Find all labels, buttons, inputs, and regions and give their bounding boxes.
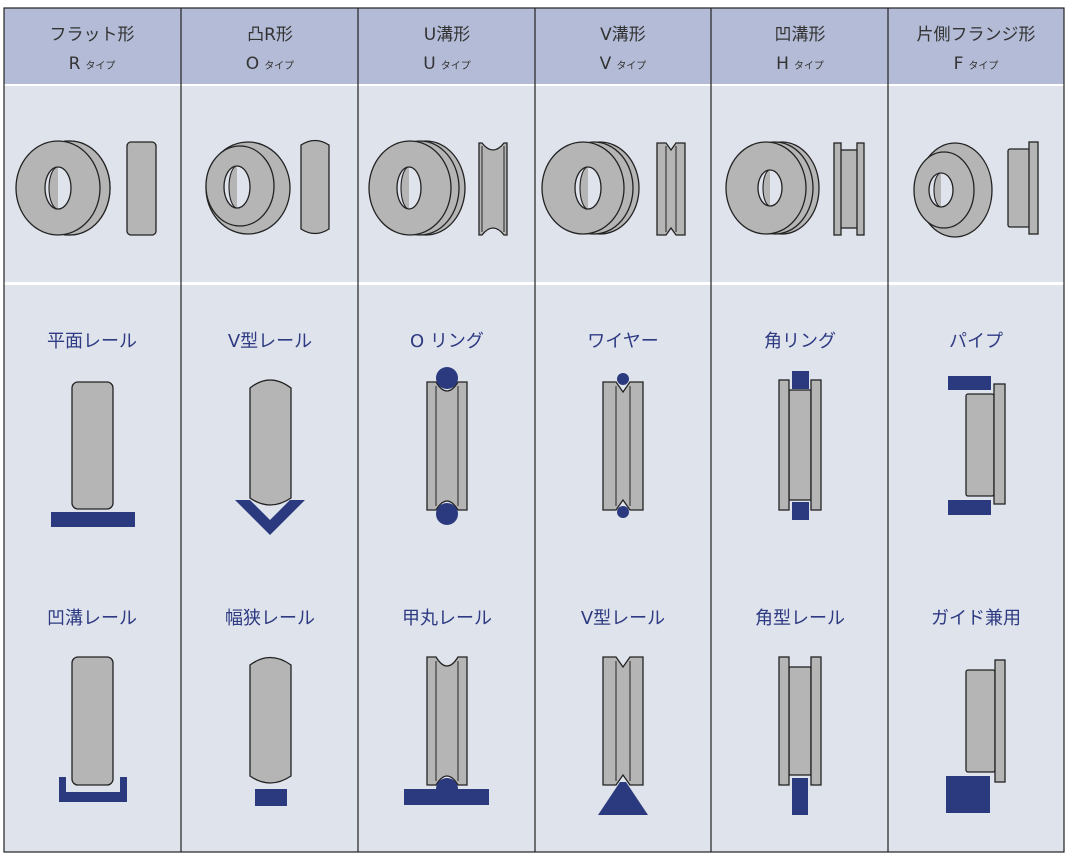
application-row [4,285,1064,852]
column-dividers [180,8,889,852]
round-top-rail-diagram [404,656,489,805]
wheel-3d-r [15,140,157,236]
wheel-3d-u [368,140,508,236]
lower-label: 角型レール [755,608,845,629]
lower-label: ガイド兼用 [931,608,1021,629]
wheel-3d-o [205,139,330,235]
upper-label: V型レール [228,331,312,352]
square-ring-diagram [778,371,822,520]
table-border [3,7,1065,853]
column-title: 凸R形 [247,25,293,45]
wire-diagram [602,373,644,518]
wheel-3d-h [725,141,865,236]
grooved-rail-diagram [59,656,127,802]
application-labels: 平面レール V型レール O リング ワイヤー 角リング パイプ 凹溝レール 幅狭… [47,331,1021,629]
upper-label: 角リング [764,331,836,352]
upper-label: ワイヤー [587,331,658,352]
header-row [4,8,1064,84]
lower-label: 凹溝レール [47,608,137,629]
column-title: U溝形 [424,25,470,45]
wheel-image-row [4,86,1064,282]
v-type-rail-diagram [598,656,648,815]
column-title: V溝形 [600,25,646,45]
square-rail-diagram [778,656,822,815]
wheel-3d-f [913,141,1039,238]
upper-label: 平面レール [47,331,137,352]
lower-label: V型レール [581,608,665,629]
column-title: 凹溝形 [775,25,826,45]
lower-label: 幅狭レール [225,608,315,629]
lower-label: 甲丸レール [402,608,492,629]
narrow-rail-diagram [249,656,292,806]
column-title: 片側フランジ形 [917,25,1036,45]
flat-rail-diagram [51,381,135,527]
guide-rail-diagram [946,659,1006,813]
upper-label: パイプ [949,331,1003,352]
wheel-3d-v [541,141,686,236]
o-ring-diagram [426,367,468,525]
column-title: フラット形 [50,25,135,45]
pipe-diagram [948,376,1006,515]
upper-label: O リング [410,331,484,352]
v-rail-diagram [235,379,305,535]
